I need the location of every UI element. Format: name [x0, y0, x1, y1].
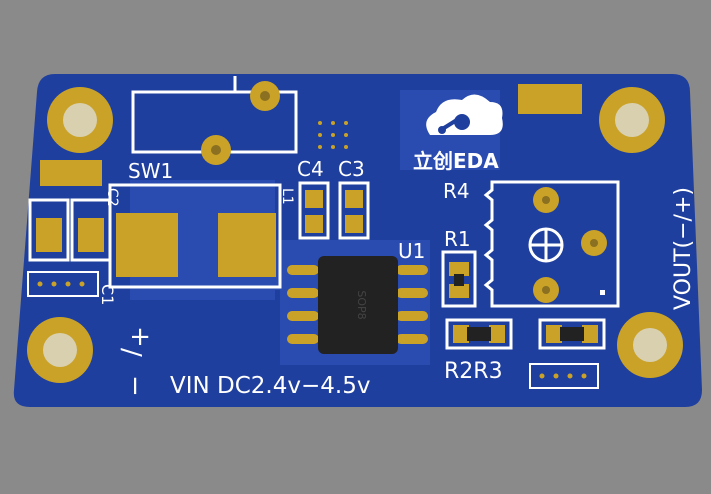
- label-r1: R1: [444, 227, 471, 251]
- label-vin: VIN DC2.4v−4.5v: [170, 373, 370, 399]
- label-u1: U1: [398, 239, 425, 263]
- capacitor-c2: [28, 198, 112, 262]
- capacitor-c3: [338, 181, 370, 240]
- logo-text: 立创EDA: [413, 149, 499, 173]
- mount-hole-top-right: [599, 87, 665, 153]
- label-c1: C1: [98, 284, 117, 305]
- label-polarity-minus: −: [120, 375, 150, 397]
- label-polarity-slash: /: [116, 348, 146, 357]
- label-sw1: SW1: [128, 159, 173, 183]
- label-vout: VOUT(−/+): [671, 187, 696, 310]
- via-array: [318, 121, 348, 149]
- mount-hole-bottom-left: [27, 317, 93, 383]
- potentiometer-r4: [483, 180, 620, 308]
- chip-u1: SOP8: [287, 256, 428, 354]
- resistor-r1: [441, 250, 477, 308]
- label-r2r3: R2R3: [444, 359, 503, 384]
- resistor-r3: [538, 318, 606, 350]
- mount-hole-bottom-right: [617, 312, 683, 378]
- mount-hole-top-left: [47, 87, 113, 153]
- label-l1: L1: [279, 188, 295, 205]
- resistor-r2: [445, 318, 513, 350]
- label-c3: C3: [338, 157, 365, 181]
- chip-package-label: SOP8: [355, 290, 368, 319]
- label-c4: C4: [297, 157, 324, 181]
- cloud-logo-icon: [426, 94, 503, 135]
- label-polarity-plus: +: [125, 326, 155, 348]
- header-bottom-right: [529, 363, 599, 389]
- adjust-screw-icon: [528, 227, 564, 263]
- switch-sw1: [131, 76, 298, 165]
- mount-holes: [27, 87, 683, 383]
- header-left: [27, 271, 99, 297]
- capacitor-c4: [298, 181, 330, 240]
- label-r4: R4: [443, 179, 470, 203]
- inductor-l1: [108, 183, 282, 289]
- pad-left-input: [40, 160, 102, 186]
- pad-top-right: [518, 84, 582, 114]
- label-c2: C2: [104, 188, 120, 207]
